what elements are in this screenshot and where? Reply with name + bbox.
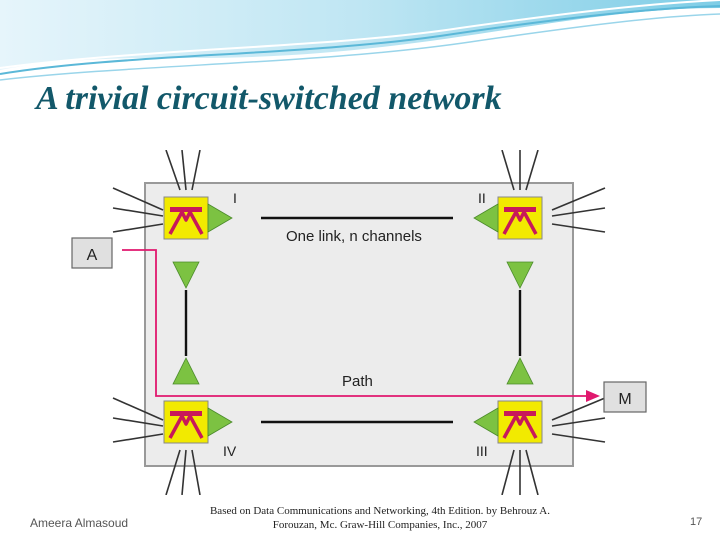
switch-2 (473, 196, 543, 289)
switch-3-label: III (476, 443, 488, 459)
header-banner (0, 0, 720, 81)
switch-4 (163, 357, 233, 444)
switch-1-label: I (233, 190, 237, 206)
author-name: Ameera Almasoud (30, 516, 129, 530)
switch-3 (473, 357, 543, 444)
external-lines (112, 150, 606, 495)
link-label: One link, n channels (286, 228, 422, 245)
slide-title: A trivial circuit-switched network (36, 80, 502, 117)
circuit-path (122, 249, 600, 402)
citation-line-2: Forouzan, Mc. Graw-Hill Companies, Inc.,… (272, 519, 488, 531)
citation: Based on Data Communications and Network… (170, 504, 590, 532)
switch-2-label: II (478, 190, 486, 206)
inner-links (184, 216, 522, 424)
switch-1 (163, 196, 233, 289)
network-diagram: A M I II III IV One link, n channels Pat… (68, 150, 650, 495)
end-system-a: A (71, 237, 113, 269)
switch-4-label: IV (223, 443, 237, 459)
end-system-a-label: A (87, 247, 98, 264)
path-label: Path (342, 373, 373, 390)
end-system-m: M (603, 381, 647, 413)
page-number: 17 (690, 516, 703, 528)
citation-line-1: Based on Data Communications and Network… (209, 505, 551, 517)
end-system-m-label: M (618, 391, 631, 408)
